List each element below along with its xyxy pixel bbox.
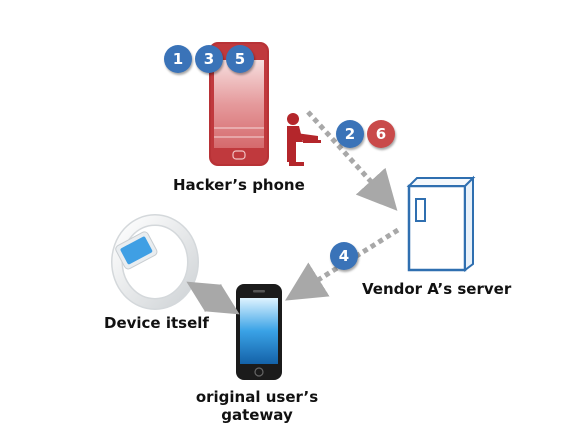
- step-badge-5: 5: [226, 45, 254, 73]
- hacker-phone-icon: [209, 42, 269, 166]
- server-icon: [406, 175, 476, 272]
- step-badge-1: 1: [164, 45, 192, 73]
- vendor-server-label: Vendor A’s server: [362, 280, 512, 298]
- step-badge-3: 3: [195, 45, 223, 73]
- gateway-label-line1: original user’s: [195, 388, 319, 406]
- gateway-label-line2: gateway: [221, 406, 293, 424]
- gateway-label: original user’s gateway: [182, 388, 332, 424]
- hacker-silhouette-icon: [287, 113, 321, 166]
- hacker-phone-label: Hacker’s phone: [173, 176, 305, 194]
- step-badge-6: 6: [367, 120, 395, 148]
- device-label: Device itself: [104, 314, 209, 332]
- arrow-device-gateway: [186, 281, 240, 315]
- arrow-hacker-to-server: [306, 110, 398, 211]
- wearable-band-icon: [111, 214, 199, 310]
- step-badge-2: 2: [336, 120, 364, 148]
- step-badge-4: 4: [330, 242, 358, 270]
- gateway-phone-icon: [236, 284, 282, 380]
